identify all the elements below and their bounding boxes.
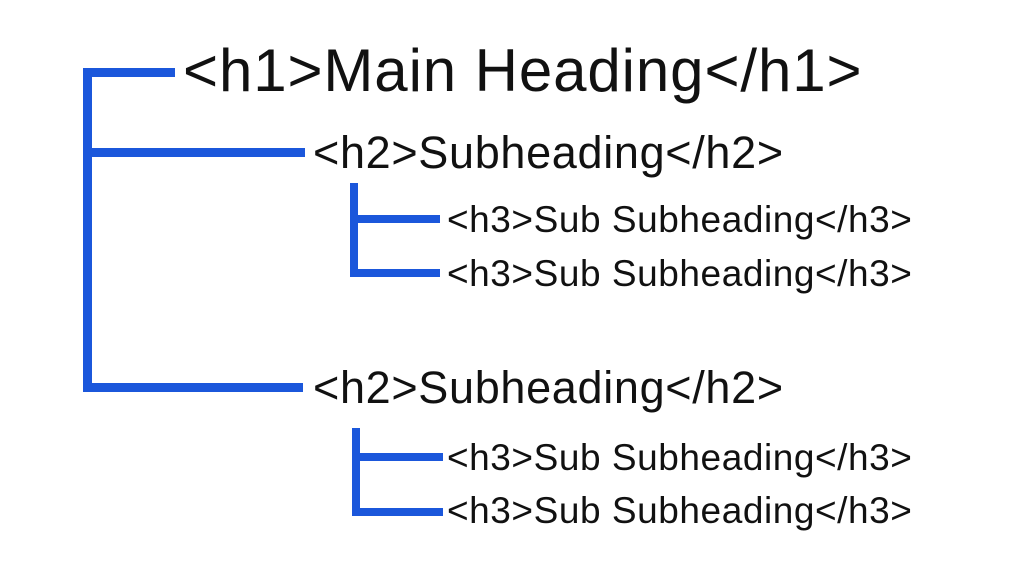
- h2-branch-line-2: [83, 383, 303, 392]
- subtree-trunk-line-2: [352, 428, 360, 516]
- h2-node-label-1: <h2>Subheading</h2>: [313, 127, 784, 178]
- h1-node-label: <h1>Main Heading</h1>: [183, 37, 863, 104]
- h2-branch-line-1: [83, 148, 305, 157]
- h3-branch-line-4: [352, 508, 443, 516]
- h3-node-label-2: <h3>Sub Subheading</h3>: [447, 253, 913, 294]
- tree-trunk-line: [83, 68, 92, 392]
- subtree-trunk-line-1: [350, 183, 358, 277]
- h3-branch-line-2: [350, 269, 440, 277]
- h3-node-label-1: <h3>Sub Subheading</h3>: [447, 199, 913, 240]
- h3-node-label-3: <h3>Sub Subheading</h3>: [447, 437, 913, 478]
- h1-branch-line: [83, 68, 175, 77]
- h3-branch-line-3: [352, 453, 443, 461]
- h3-node-label-4: <h3>Sub Subheading</h3>: [447, 490, 913, 531]
- h2-node-label-2: <h2>Subheading</h2>: [313, 362, 784, 413]
- h3-branch-line-1: [350, 215, 440, 223]
